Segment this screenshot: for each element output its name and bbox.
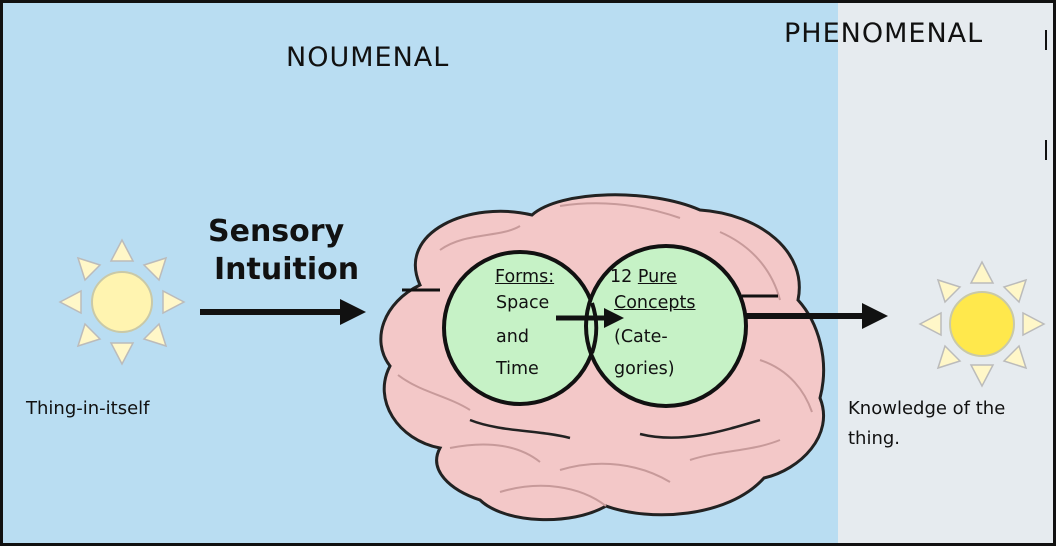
phenomenal-region [838,0,1056,546]
thing-in-itself-caption: Thing-in-itself [26,398,150,419]
arrow-icon [200,299,366,325]
sun-icon [918,260,1046,388]
concepts-cate: (Cate- [614,327,668,347]
concepts-gories: gories) [614,359,675,379]
phenomenal-title: PHENOMENAL [784,18,984,49]
concepts-line1: 12 Pure [610,264,677,290]
noumenal-title: NOUMENAL [286,42,450,73]
arrow-icon [556,308,624,328]
sun-icon [58,238,186,366]
concepts-word: Concepts [614,293,696,313]
concepts-number: 12 [610,267,638,287]
concepts-pure: Pure [637,267,677,287]
arrow-icon [746,303,888,329]
concepts-circle [584,244,748,408]
knowledge-caption-line1: Knowledge of the [848,398,1006,419]
forms-time: Time [496,359,539,379]
forms-space: Space [496,293,550,313]
forms-circle-overlap [590,302,599,354]
knowledge-caption-line2: thing. [848,428,901,449]
intuition-label: Intuition [214,252,360,287]
forms-and: and [496,327,529,347]
sensory-label: Sensory [208,214,345,249]
forms-heading: Forms: [495,267,555,287]
